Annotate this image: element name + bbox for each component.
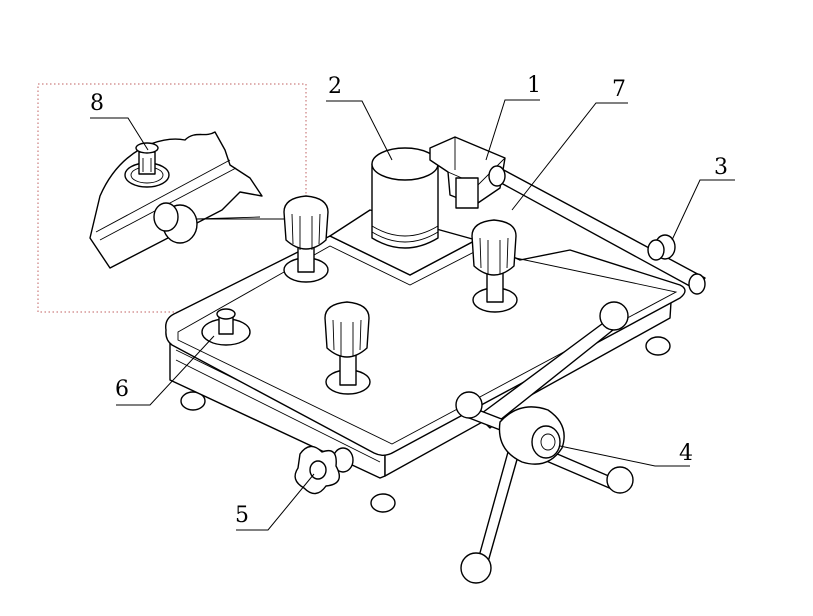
callout-label-4: 4: [679, 441, 693, 466]
callout-label-8: 8: [90, 91, 104, 116]
cylinder: [371, 147, 439, 249]
knob-front: [324, 301, 371, 395]
knob-right: [471, 219, 518, 313]
callout-label-6: 6: [115, 377, 129, 402]
callout-label-1: 1: [527, 73, 541, 98]
callout-label-3: 3: [714, 155, 728, 180]
bracket-and-rod: [429, 136, 706, 295]
callout-label-7: 7: [612, 77, 626, 102]
knob-left: [283, 195, 329, 283]
crank-4: [455, 301, 634, 584]
callout-label-5: 5: [235, 503, 249, 528]
callout-label-2: 2: [328, 74, 342, 99]
valve-6: [201, 308, 251, 346]
handwheel-5: [294, 445, 354, 495]
base-plate: [165, 209, 686, 513]
leader-lines: [90, 99, 735, 531]
